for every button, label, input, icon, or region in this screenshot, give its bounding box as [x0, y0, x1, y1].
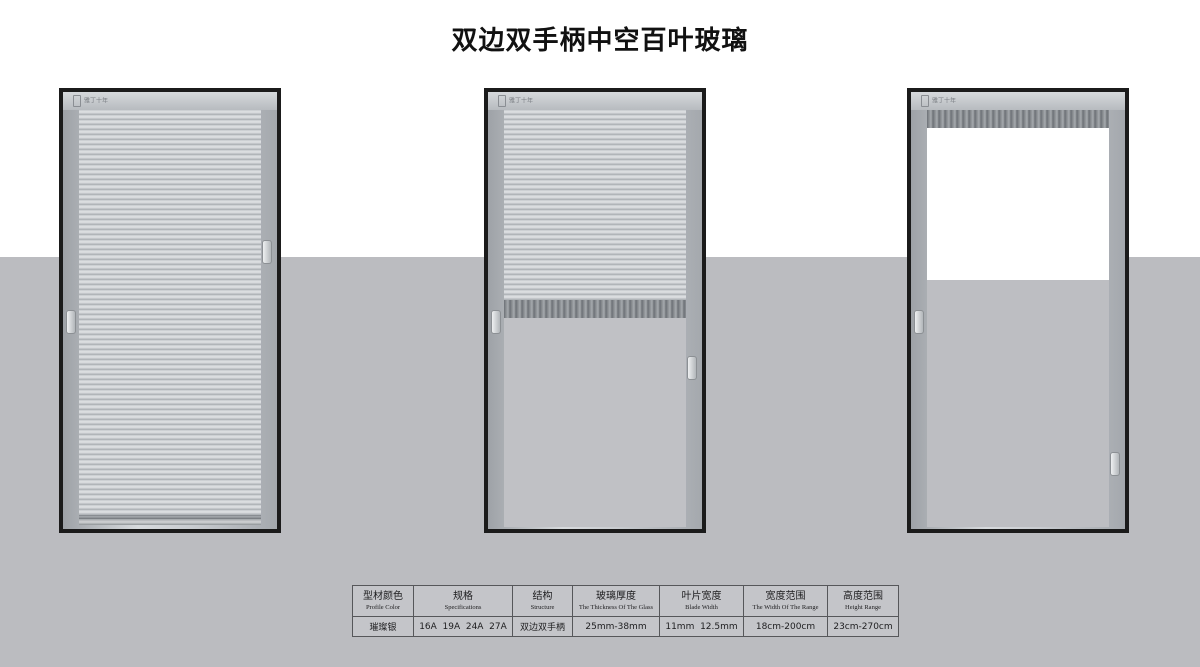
spec-value-cell: 23cm-270cm [827, 616, 899, 637]
window-blinds-fully-closed: 雅丁十年 [59, 88, 281, 533]
spec-value-row: 璀璨银 16A 19A 24A 27A 双边双手柄 25mm-38mm 11mm… [352, 616, 899, 637]
venetian-blinds [79, 110, 261, 515]
spec-value-cell: 25mm-38mm [572, 616, 660, 637]
blinds-bottom-rail [504, 300, 686, 318]
left-handle[interactable] [491, 310, 501, 334]
frame-top-bar [63, 92, 277, 110]
brand-mark-icon [73, 95, 81, 107]
glass-pane [927, 110, 1109, 527]
brand-mark-icon [498, 95, 506, 107]
glass-pane [504, 110, 686, 527]
window-blinds-raised: 雅丁十年 [907, 88, 1129, 533]
left-handle[interactable] [914, 310, 924, 334]
brand-logo: 雅丁十年 [921, 95, 956, 107]
spec-value-cell: 18cm-200cm [743, 616, 828, 637]
venetian-blinds [504, 110, 686, 300]
spec-value-cell: 16A 19A 24A 27A [413, 616, 513, 637]
window-blinds-half-open: 雅丁十年 [484, 88, 706, 533]
page-title: 双边双手柄中空百叶玻璃 [451, 26, 749, 56]
clear-glass-area [927, 280, 1109, 527]
brand-logo: 雅丁十年 [498, 95, 533, 107]
right-handle[interactable] [262, 240, 272, 264]
blinds-stack [927, 110, 1109, 128]
right-handle[interactable] [687, 356, 697, 380]
blinds-bottom-rail [79, 515, 261, 519]
clear-glass-area [504, 318, 686, 527]
brand-mark-icon [921, 95, 929, 107]
right-handle[interactable] [1110, 452, 1120, 476]
spec-value-cell: 双边双手柄 [512, 616, 573, 637]
glass-pane [79, 110, 261, 519]
window-sill [79, 519, 261, 525]
spec-value-cell: 璀璨银 [352, 616, 414, 637]
spec-value-cell: 11mm 12.5mm [659, 616, 744, 637]
brand-logo: 雅丁十年 [73, 95, 108, 107]
left-handle[interactable] [66, 310, 76, 334]
frame-top-bar [911, 92, 1125, 110]
frame-top-bar [488, 92, 702, 110]
